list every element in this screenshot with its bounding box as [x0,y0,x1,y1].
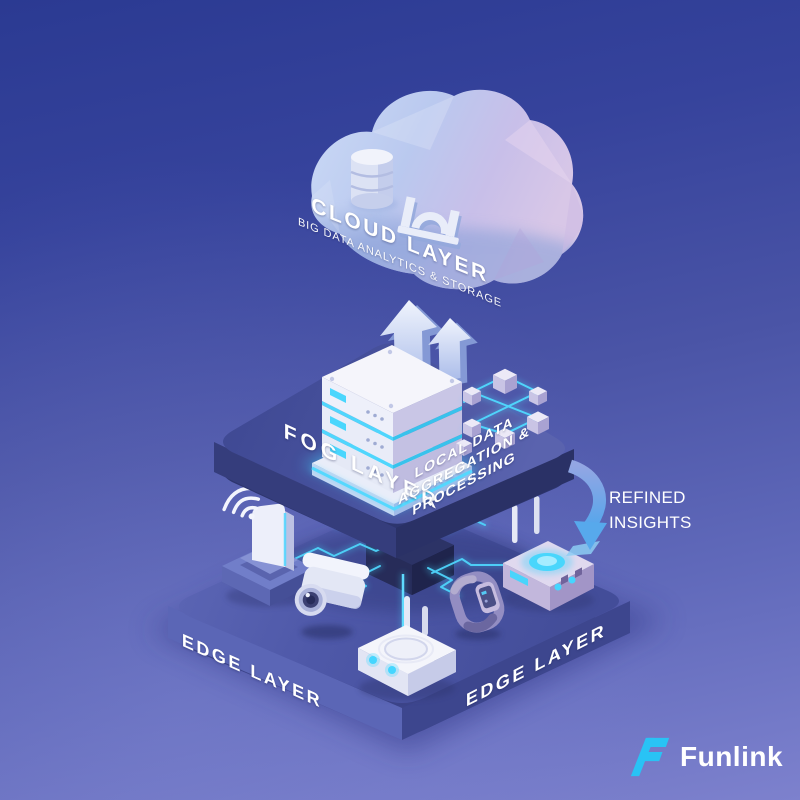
server-rack-icon [302,345,482,516]
funlink-logo-mark [630,737,670,777]
curved-arrow-down-icon [566,459,607,556]
data-cube [456,368,549,456]
wifi-router-icon [358,574,456,696]
iot-gateway-icon [503,496,594,611]
database-icon [350,149,398,211]
smartwatch-icon [449,571,505,640]
funlink-brand: Funlink [630,737,783,777]
bar-chart-icon [397,196,462,250]
wifi-access-point-icon [222,486,314,606]
brand-name: Funlink [680,741,784,772]
refined-insights-annotation: REFINED INSIGHTS [609,488,692,532]
security-camera-icon [294,552,370,639]
up-arrows-icon [380,300,478,390]
cloud-3d-icon [311,89,584,290]
data-cubes-icon [456,368,549,456]
